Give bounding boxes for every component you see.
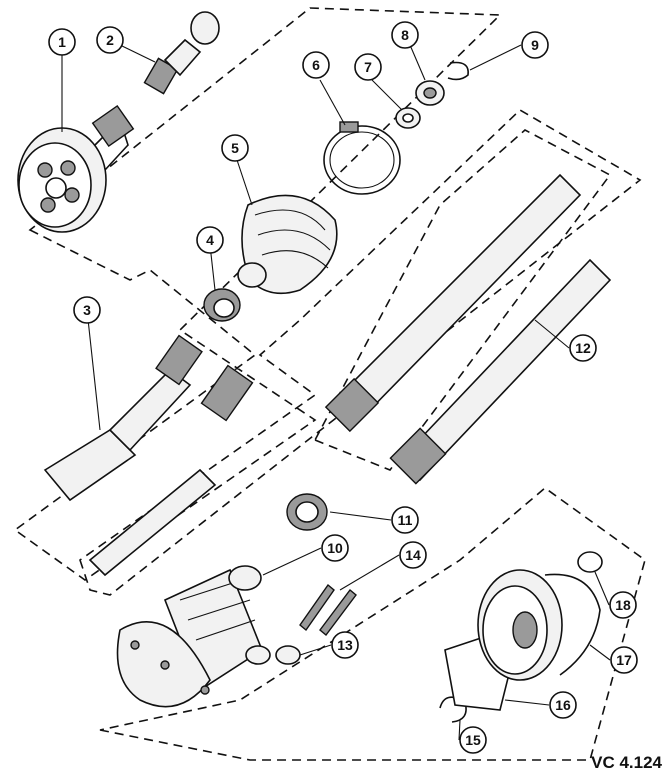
part-collar <box>203 288 241 322</box>
part-washers-13 <box>245 645 301 665</box>
callout-14-label: 14 <box>405 547 421 563</box>
callout-13: 13 <box>331 631 359 659</box>
part-circlip-18 <box>577 551 603 573</box>
callout-9: 9 <box>521 31 549 59</box>
callout-15-label: 15 <box>465 732 481 748</box>
callout-1: 1 <box>48 28 76 56</box>
callout-10-label: 10 <box>327 540 343 556</box>
callout-18: 18 <box>609 591 637 619</box>
part-inner-cv-joint-17 <box>477 569 601 681</box>
callout-18-label: 18 <box>615 597 631 613</box>
callout-11: 11 <box>391 506 419 534</box>
callout-9-label: 9 <box>531 37 539 53</box>
assembly-outlines <box>13 7 646 761</box>
reference-code: VC 4.124 <box>591 753 662 772</box>
callout-4: 4 <box>196 226 224 254</box>
callout-15: 15 <box>459 726 487 754</box>
callout-6: 6 <box>302 51 330 79</box>
part-dished-washer-8 <box>415 80 445 106</box>
part-short-shaft <box>43 334 254 577</box>
callout-12-label: 12 <box>575 340 591 356</box>
callout-17-label: 17 <box>616 652 632 668</box>
callout-12: 12 <box>569 334 597 362</box>
callout-14: 14 <box>399 541 427 569</box>
part-washer-7 <box>395 107 421 129</box>
callout-16: 16 <box>549 691 577 719</box>
callout-8-label: 8 <box>401 27 409 43</box>
callout-2: 2 <box>96 26 124 54</box>
callout-4-label: 4 <box>206 232 214 248</box>
callout-5: 5 <box>221 134 249 162</box>
upper-boot-group-outline <box>13 7 502 581</box>
callout-2-label: 2 <box>106 32 114 48</box>
callout-5-label: 5 <box>231 140 239 156</box>
shaft-group-outline <box>79 109 642 596</box>
callout-16-label: 16 <box>555 697 571 713</box>
callout-7-label: 7 <box>364 59 372 75</box>
callout-8: 8 <box>391 21 419 49</box>
part-stub-axle <box>143 11 220 95</box>
callout-10: 10 <box>321 534 349 562</box>
callouts: 1 2 3 4 5 6 7 8 9 10 11 12 13 14 15 16 1… <box>48 21 638 754</box>
callout-3-label: 3 <box>83 302 91 318</box>
part-bolts-14 <box>299 583 357 637</box>
part-inner-boot <box>116 565 263 708</box>
callout-6-label: 6 <box>312 57 320 73</box>
part-collar-11 <box>286 493 328 531</box>
callout-1-label: 1 <box>58 34 66 50</box>
part-clamp <box>323 121 401 195</box>
callout-7: 7 <box>354 53 382 81</box>
part-outer-boot <box>237 194 338 295</box>
callout-17: 17 <box>610 646 638 674</box>
part-long-shaft <box>324 173 612 485</box>
callout-3: 3 <box>73 296 101 324</box>
inner-shaft-outline <box>313 129 612 471</box>
callout-11-label: 11 <box>398 512 413 528</box>
part-circlip-9 <box>447 61 469 81</box>
part-outer-cv-joint <box>17 104 135 233</box>
callout-13-label: 13 <box>337 637 353 653</box>
